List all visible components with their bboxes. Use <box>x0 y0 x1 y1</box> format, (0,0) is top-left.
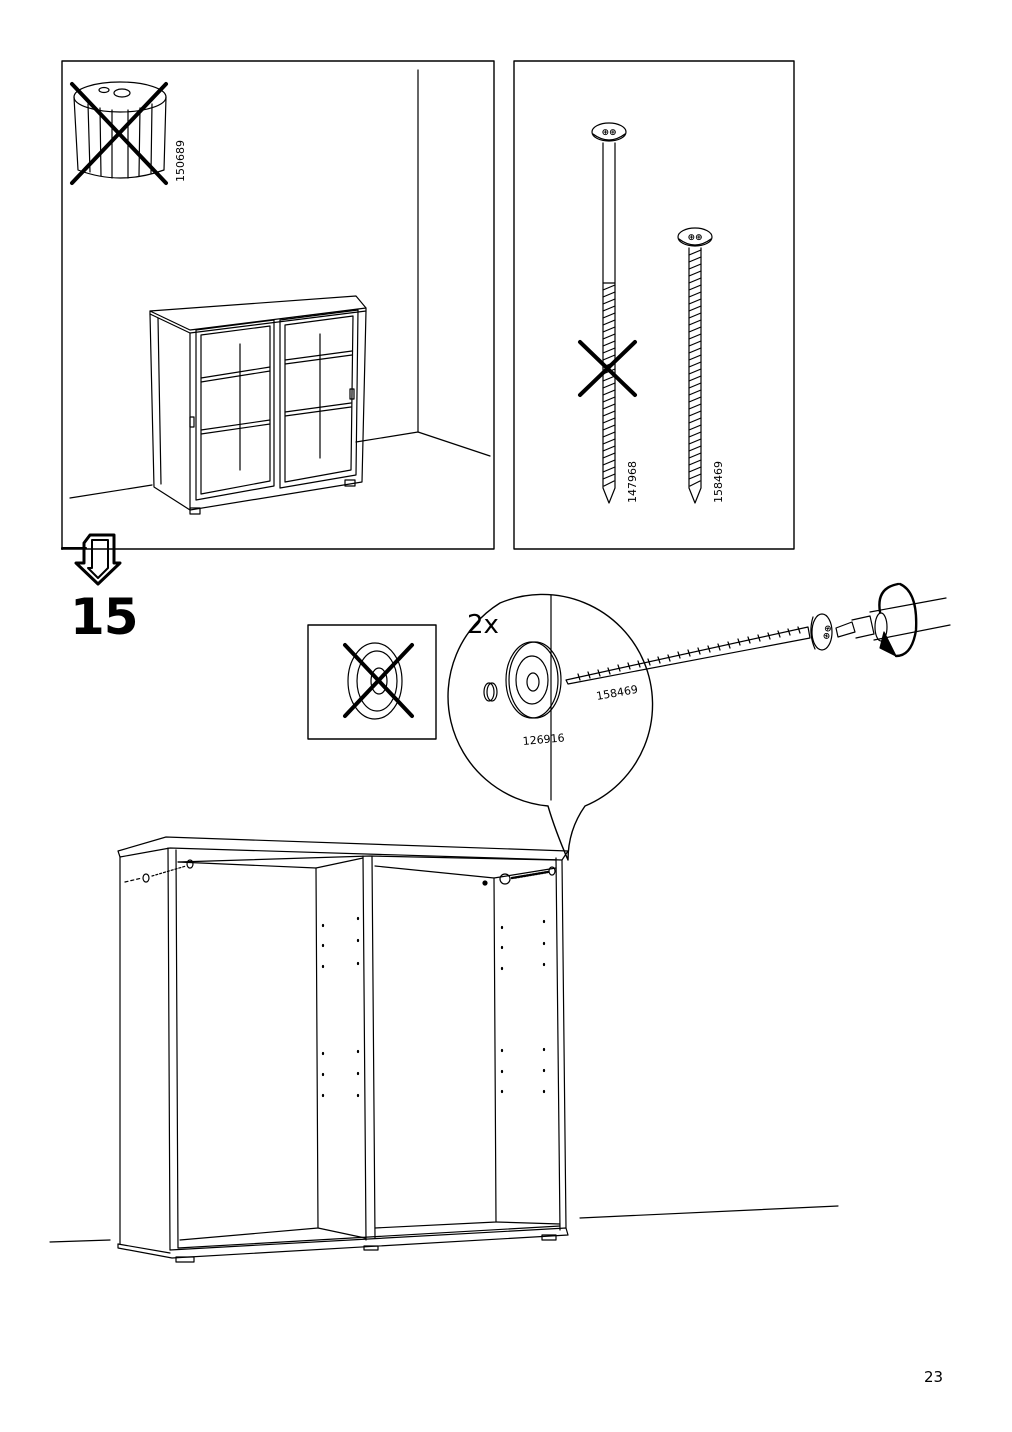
step-number: 15 <box>70 588 139 646</box>
panel-no-washer <box>307 624 437 740</box>
hole-icon <box>483 682 498 702</box>
long-screw-part-number: 147968 <box>626 461 639 503</box>
detail-magnifier: ⊕⊕ <box>447 582 951 861</box>
svg-text:⊕⊕: ⊕⊕ <box>601 128 616 138</box>
long-screw-crossed-icon: ⊕⊕ <box>578 122 637 504</box>
right-screw-position-icon <box>482 866 556 886</box>
washer-icon <box>505 641 562 719</box>
panel-wall-placement <box>61 60 495 550</box>
detail-washer-part-number: 126916 <box>522 731 565 748</box>
shelf-pin-holes <box>321 916 546 1098</box>
short-screw-icon: ⊕⊕ <box>677 227 713 504</box>
wall-plug-crossed-icon <box>70 81 168 185</box>
screw-with-driver-icon: ⊕⊕ <box>565 582 951 685</box>
left-screw-position-icon <box>124 859 194 883</box>
svg-text:⊕⊕: ⊕⊕ <box>822 624 834 641</box>
panel-screw-selection: ⊕⊕ ⊕⊕ <box>513 60 795 550</box>
svg-text:⊕⊕: ⊕⊕ <box>687 233 702 243</box>
quantity-label: 2x <box>467 610 499 640</box>
cabinet-frame-main <box>49 836 839 1263</box>
short-screw-part-number: 158469 <box>712 461 725 503</box>
page-number: 23 <box>924 1368 944 1386</box>
cabinet-small-icon <box>149 295 367 515</box>
detail-screw-part-number: 158469 <box>595 683 639 703</box>
step-flow-arrow-icon <box>61 533 122 586</box>
wall-plug-part-number: 150689 <box>174 140 187 182</box>
washer-crossed-icon <box>343 642 414 720</box>
